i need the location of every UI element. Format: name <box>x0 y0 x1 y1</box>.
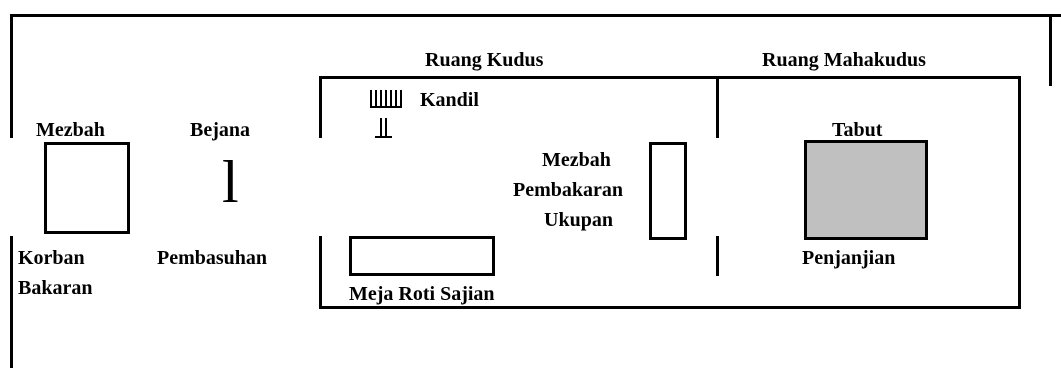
tabernacle-left-wall-upper <box>319 76 322 138</box>
burnt-offering-label-line1: Korban <box>18 247 85 269</box>
altar-label: Mezbah <box>36 119 105 141</box>
courtyard-right-wall <box>1049 14 1052 86</box>
ark-of-covenant-box <box>804 140 928 240</box>
laver-label: Bejana <box>190 119 250 141</box>
tabernacle-right-wall <box>1018 76 1021 309</box>
holy-place-label: Ruang Kudus <box>425 49 544 71</box>
laver-symbol: l <box>222 149 239 215</box>
courtyard-top-wall <box>10 14 1061 17</box>
laver-washing-label: Pembasuhan <box>157 247 268 269</box>
incense-altar-label-line1: Mezbah <box>542 149 611 171</box>
most-holy-place-label: Ruang Mahakudus <box>762 49 926 71</box>
showbread-table-label: Meja Roti Sajian <box>349 283 495 305</box>
tabernacle-bottom-wall <box>319 306 1021 309</box>
tabernacle-top-wall <box>319 76 1021 79</box>
tabernacle-left-wall-lower <box>319 236 322 309</box>
incense-altar-label-line3: Ukupan <box>544 209 613 231</box>
veil-divider-lower <box>716 236 719 276</box>
lampstand-label: Kandil <box>420 89 479 111</box>
courtyard-left-wall-upper <box>10 14 13 138</box>
covenant-label: Penjanjian <box>802 247 896 269</box>
veil-divider-upper <box>716 76 719 138</box>
altar-of-burnt-offering-box <box>44 142 130 234</box>
courtyard-left-wall-lower <box>10 236 13 368</box>
incense-altar-label-line2: Pembakaran <box>513 179 623 201</box>
incense-altar-box <box>649 142 687 240</box>
ark-label: Tabut <box>832 119 883 141</box>
showbread-table-box <box>349 236 495 276</box>
burnt-offering-label-line2: Bakaran <box>18 277 93 299</box>
lampstand-icon <box>370 90 402 138</box>
